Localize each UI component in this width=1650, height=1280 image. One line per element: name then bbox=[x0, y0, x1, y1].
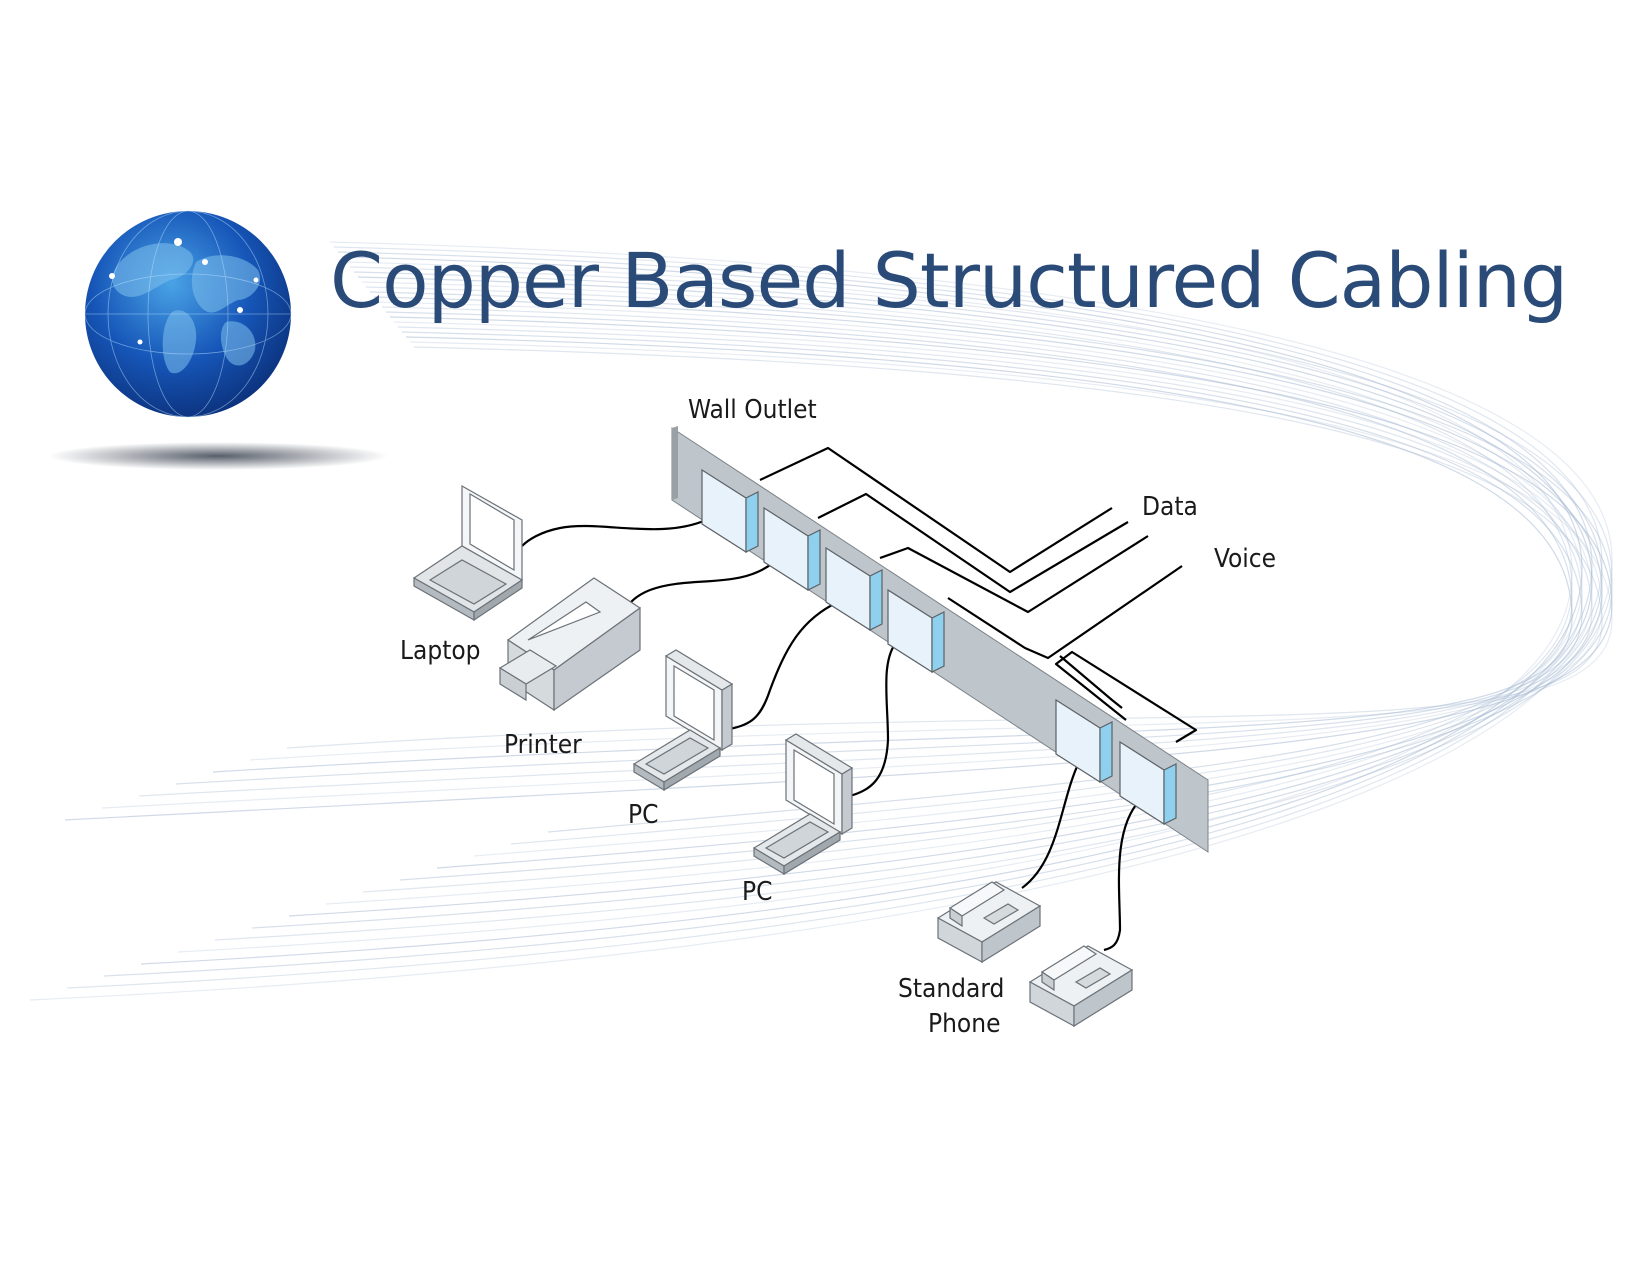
swoosh-line bbox=[369, 291, 1613, 881]
swoosh-line bbox=[362, 286, 1573, 893]
wall-jack bbox=[825, 546, 883, 632]
wall-outlet-jacks bbox=[701, 468, 1177, 826]
globe-icon bbox=[48, 210, 388, 470]
swoosh-line bbox=[251, 271, 1603, 929]
swoosh-line bbox=[373, 296, 1603, 869]
swoosh-line bbox=[249, 341, 1613, 761]
laptop-icon bbox=[412, 484, 524, 622]
label-pc: PC bbox=[742, 877, 772, 907]
wall-jack bbox=[701, 468, 759, 554]
swoosh-line bbox=[103, 251, 1593, 977]
swoosh-line bbox=[101, 321, 1603, 809]
pc-icon bbox=[752, 733, 854, 876]
swoosh-line bbox=[212, 336, 1573, 773]
label-wall-outlet: Wall Outlet bbox=[688, 395, 817, 425]
label-standard: Standard bbox=[898, 974, 1004, 1004]
label-laptop: Laptop bbox=[400, 636, 481, 666]
swoosh-line bbox=[286, 346, 1603, 749]
pc-icon bbox=[632, 649, 734, 792]
label-voice: Voice bbox=[1214, 544, 1276, 574]
printer-icon bbox=[498, 577, 642, 712]
label-phone: Phone bbox=[928, 1009, 1000, 1039]
swoosh-line bbox=[214, 266, 1613, 941]
swoosh-line bbox=[177, 261, 1573, 953]
label-data: Data bbox=[1142, 492, 1198, 522]
swoosh-line bbox=[377, 301, 1593, 857]
cables bbox=[521, 446, 1198, 952]
swoosh-line bbox=[175, 331, 1583, 785]
swoosh-line bbox=[325, 281, 1583, 905]
swoosh-line bbox=[64, 316, 1613, 821]
swoosh-line bbox=[288, 276, 1593, 917]
slide-title: Copper Based Structured Cabling bbox=[330, 236, 1568, 325]
wall-jack bbox=[1119, 740, 1177, 826]
swoosh-line bbox=[138, 326, 1593, 797]
swoosh-line bbox=[140, 256, 1583, 965]
wall-jack bbox=[1055, 698, 1113, 784]
swoosh-line bbox=[66, 246, 1603, 989]
label-pc: PC bbox=[628, 800, 658, 830]
swoosh-line bbox=[29, 241, 1613, 1001]
phone-icon bbox=[1028, 945, 1134, 1028]
label-printer: Printer bbox=[504, 730, 582, 760]
phone-icon bbox=[936, 881, 1042, 964]
wall-jack bbox=[887, 588, 945, 674]
wall-jack bbox=[763, 506, 821, 592]
